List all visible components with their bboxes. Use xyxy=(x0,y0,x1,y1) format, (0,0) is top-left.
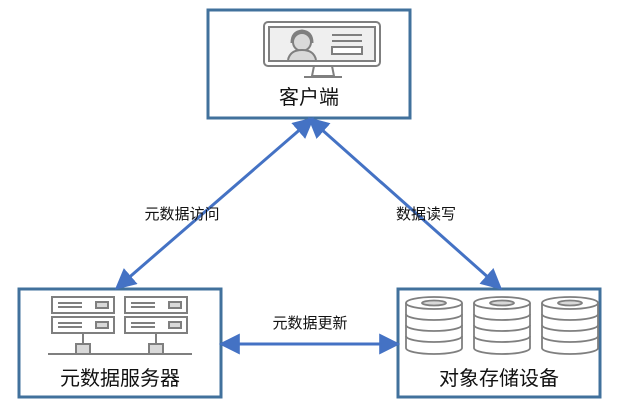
metadata-access-label: 元数据访问 xyxy=(144,205,219,223)
monitor-user-icon xyxy=(263,21,381,78)
metadata-server-node: 元数据服务器 xyxy=(17,287,223,399)
database-disk-icon xyxy=(405,296,599,355)
object-storage-node: 对象存储设备 xyxy=(396,287,602,399)
metadata-update-label: 元数据更新 xyxy=(272,314,347,332)
data-rw-arrow xyxy=(307,117,503,290)
client-label: 客户端 xyxy=(279,85,339,109)
data-rw-label: 数据读写 xyxy=(396,205,456,223)
metadata-access-arrow xyxy=(114,117,315,290)
metadata-server-label: 元数据服务器 xyxy=(60,366,180,390)
server-rack-icon xyxy=(48,296,192,355)
client-node: 客户端 xyxy=(206,8,412,120)
object-storage-label: 对象存储设备 xyxy=(439,366,559,390)
